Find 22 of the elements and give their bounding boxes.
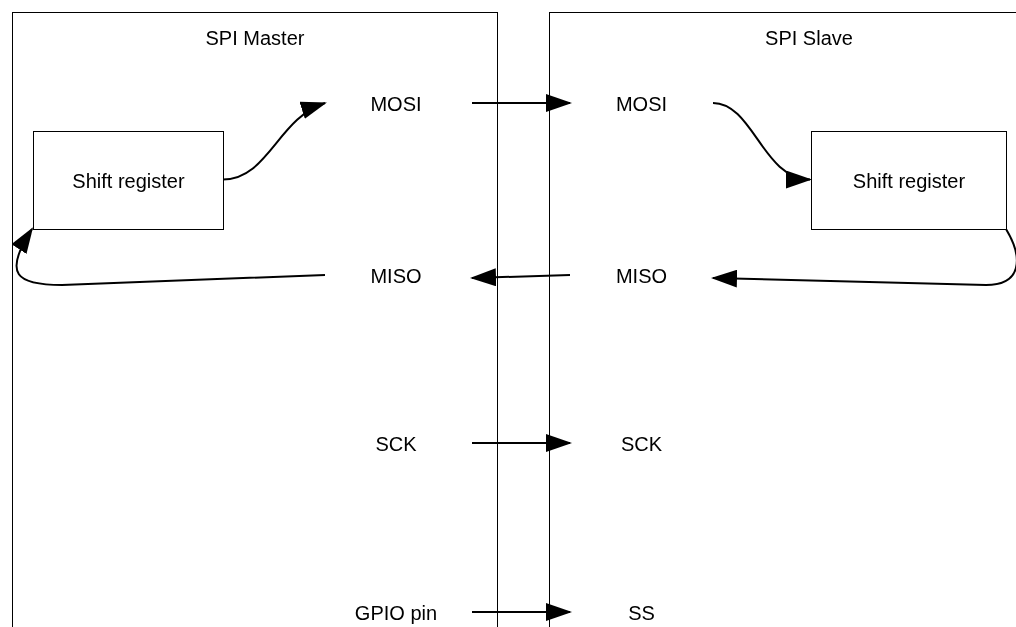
arrow [712,102,812,186]
arrow [470,268,571,287]
signal-label: MOSI [331,91,461,117]
arrow [471,434,572,452]
signal-label: SCK [579,431,704,457]
device-frame [549,12,1016,627]
signal-label: SCK [331,431,461,457]
arrow [471,603,572,621]
device-title: SPI Slave [764,26,854,50]
arrow [11,227,326,286]
arrow [711,228,1016,288]
signal-label: SS [579,600,704,626]
device-frame [12,12,498,627]
signal-label: MISO [579,263,704,289]
arrow [222,102,327,181]
signal-label: MISO [331,263,461,289]
signal-label: MOSI [579,91,704,117]
arrow [471,94,572,112]
register-box: Shift register [811,131,1007,230]
signal-label: GPIO pin [331,600,461,626]
device-title: SPI Master [204,26,306,50]
register-box: Shift register [33,131,224,230]
